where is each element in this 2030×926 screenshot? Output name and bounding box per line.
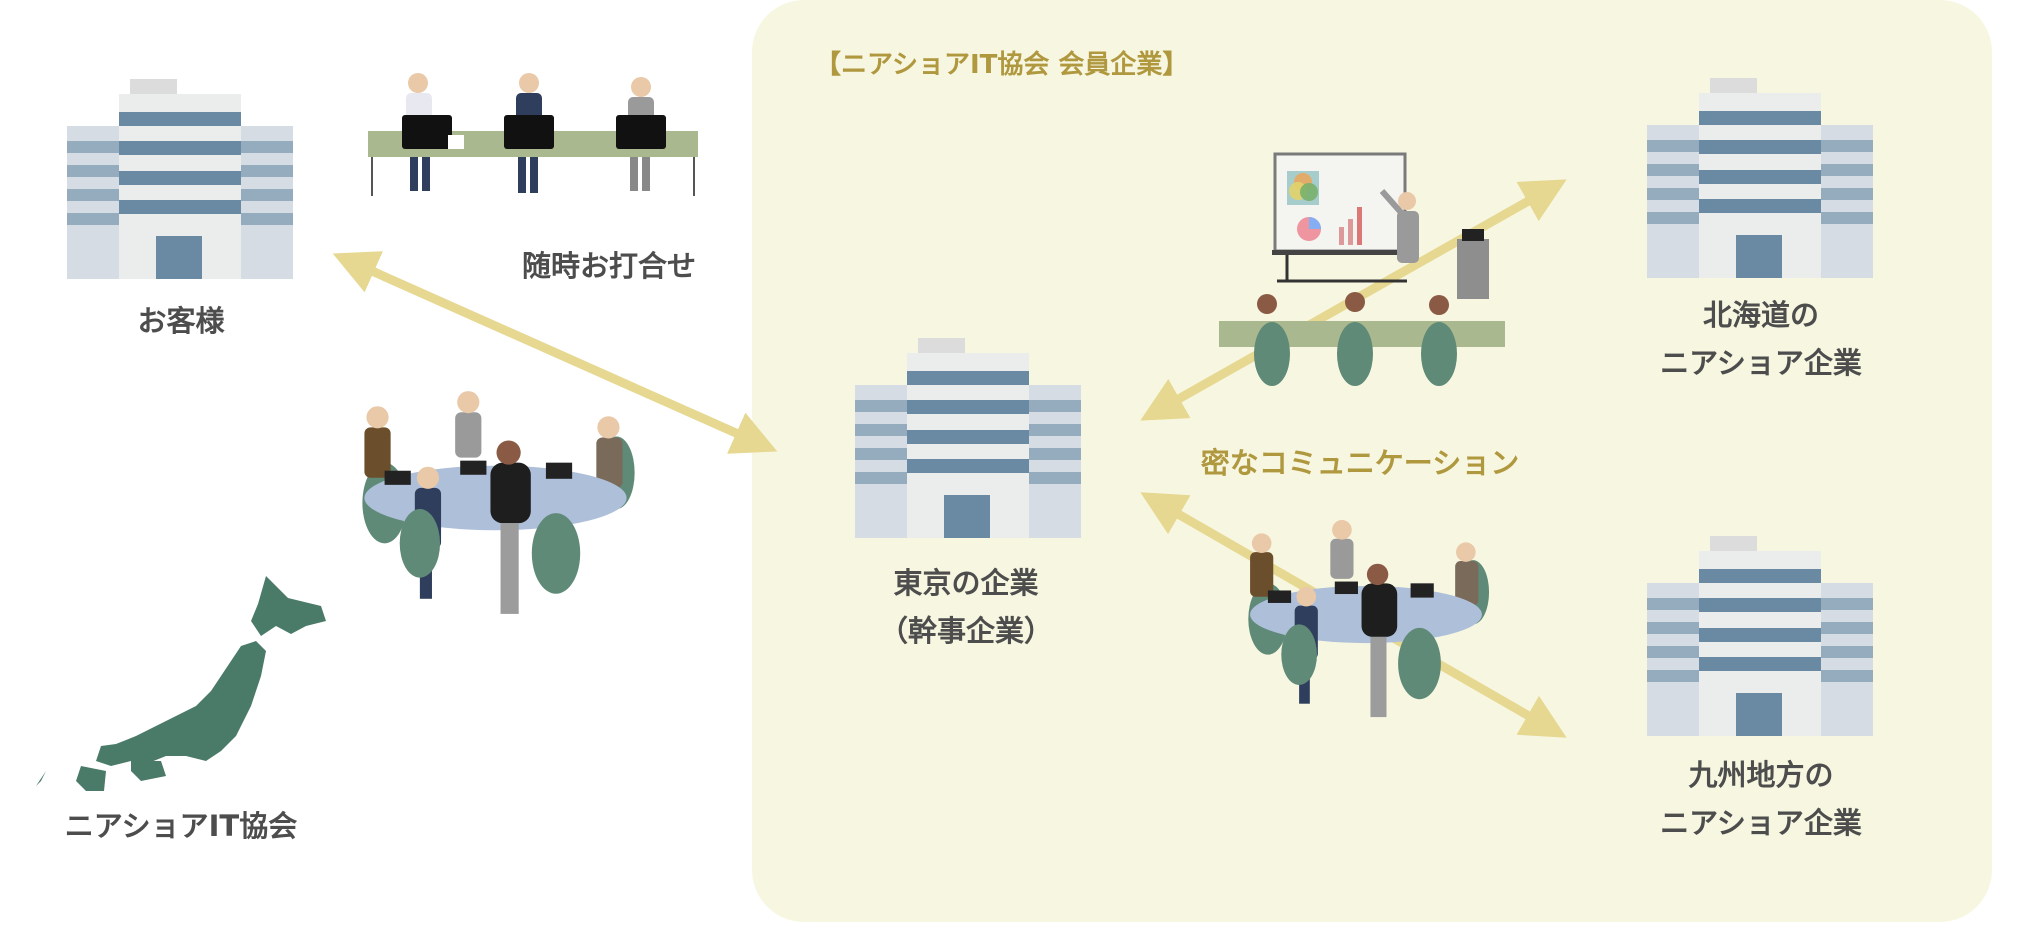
round-table-meeting-illustration [343, 382, 648, 624]
desk-meeting-illustration [368, 73, 698, 196]
customer-label: お客様 [137, 304, 225, 338]
hokkaido-building-icon [1647, 78, 1873, 278]
panel-title: 【ニアショアIT協会 会員企業】 [815, 50, 1189, 80]
association-label: ニアショアIT協会 [64, 809, 298, 843]
tokyo-building-icon [855, 338, 1081, 538]
tokyo-label-line1: 東京の企業 [893, 566, 1039, 600]
meeting-label: 随時お打合せ [521, 249, 697, 283]
presentation-illustration [1219, 152, 1505, 386]
hokkaido-label-line2: ニアショア企業 [1660, 345, 1862, 380]
kyushu-label: 九州地方の ニアショア企業 [1660, 752, 1862, 848]
customer-building-icon [67, 79, 293, 279]
round-table-meeting-illustration-2 [1230, 512, 1502, 726]
kyushu-building-icon [1647, 536, 1873, 736]
kyushu-label-line1: 九州地方の [1688, 758, 1834, 792]
communication-label: 密なコミュニケーション [1200, 446, 1520, 480]
tokyo-label-line2: （幹事企業） [878, 613, 1054, 648]
japan-map-icon [36, 576, 326, 791]
kyushu-label-line2: ニアショア企業 [1660, 805, 1862, 840]
hokkaido-label: 北海道の ニアショア企業 [1660, 292, 1862, 388]
hokkaido-label-line1: 北海道の [1702, 298, 1819, 332]
tokyo-label: 東京の企業 （幹事企業） [879, 560, 1053, 656]
